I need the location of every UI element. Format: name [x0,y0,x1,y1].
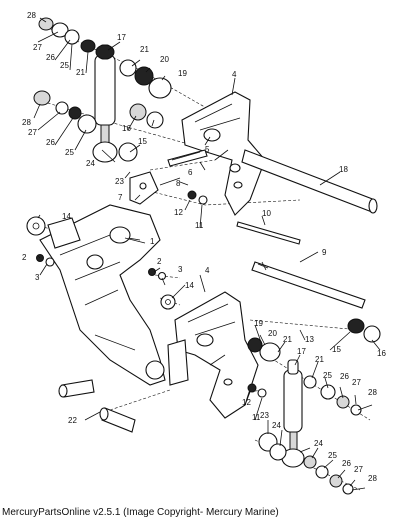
callout-27: 27 [352,378,361,387]
callout-28: 28 [368,388,377,397]
lower-swivel-bracket [167,291,259,419]
callout-27: 27 [28,128,37,137]
callout-14: 14 [185,281,194,290]
callout-22: 22 [68,416,77,425]
callout-26: 26 [46,138,55,147]
callout-24: 24 [314,439,323,448]
tilt-tube [241,149,378,214]
callout-24: 24 [86,159,95,168]
callout-24: 24 [272,421,281,430]
callout-21: 21 [140,45,149,54]
callout-11: 11 [252,413,261,422]
upper-hardware-stack-b [33,90,164,162]
callout-3: 3 [35,273,40,282]
upper-swivel-bracket [181,91,266,216]
callout-25: 25 [323,371,332,380]
callout-10: 10 [262,209,271,218]
callout-25: 25 [65,148,74,157]
callout-15: 15 [332,345,341,354]
lower-hardware-stack-b [258,432,354,495]
callout-16: 16 [377,349,386,358]
callout-12: 12 [174,208,183,217]
callout-3: 3 [178,265,183,274]
callout-18: 18 [339,165,348,174]
callout-labels: 28 27 26 25 21 17 21 20 19 4 28 27 26 25… [22,11,386,483]
callout-15: 15 [138,137,147,146]
callout-28: 28 [368,474,377,483]
callout-20: 20 [268,329,277,338]
callout-9: 9 [322,248,327,257]
callout-23: 23 [115,177,124,186]
callout-19: 19 [178,69,187,78]
callout-6: 6 [188,168,193,177]
callout-21: 21 [283,335,292,344]
callout-13: 13 [305,335,314,344]
callout-21: 21 [76,68,85,77]
callout-26: 26 [340,372,349,381]
upper-trim-cylinder [92,44,118,163]
callout-7: 7 [118,193,123,202]
lower-trim-cylinder [281,359,305,468]
callout-17: 17 [297,347,306,356]
small-parts-group [129,149,208,205]
callout-2: 2 [22,253,27,262]
upper-hardware-stack-a [38,17,172,99]
callout-28: 28 [22,118,31,127]
callout-26: 26 [46,53,55,62]
callout-1: 1 [150,237,155,246]
callout-21: 21 [315,355,324,364]
callout-26: 26 [342,459,351,468]
callout-27: 27 [354,465,363,474]
callout-19: 19 [254,319,263,328]
callout-25: 25 [60,61,69,70]
rods [236,221,366,309]
callout-25: 25 [328,451,337,460]
callout-11: 11 [195,221,204,230]
lower-hardware-stack-a [247,318,381,416]
callout-17: 17 [117,33,126,42]
callout-4: 4 [232,70,237,79]
leader-lines [33,17,381,491]
callout-27: 27 [33,43,42,52]
callout-28: 28 [27,11,36,20]
callout-5: 5 [205,145,210,154]
callout-23: 23 [260,411,269,420]
transom-bracket [39,204,166,386]
washer-14 [26,216,176,310]
callout-8: 8 [176,179,181,188]
callout-16: 16 [122,124,131,133]
bushings-22 [58,379,136,433]
callout-4: 4 [205,266,210,275]
screw-and-nut [36,254,167,281]
lower-nut-washer [247,383,267,398]
copyright-caption: MercuryPartsOnline v2.5.1 (Image Copyrig… [2,507,279,518]
callout-20: 20 [160,55,169,64]
callout-2: 2 [157,257,162,266]
callout-12: 12 [242,398,251,407]
callout-14: 14 [62,212,71,221]
